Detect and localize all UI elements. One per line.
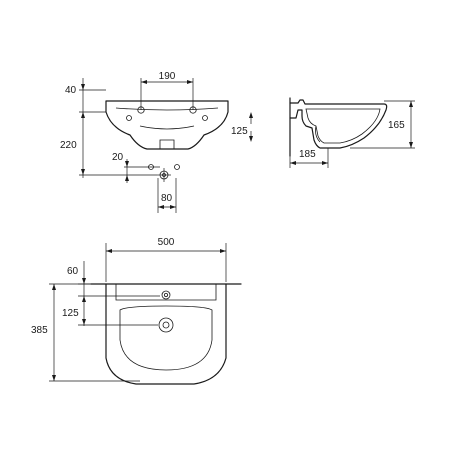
dim-tap-offset-label: 125	[62, 308, 79, 319]
front-basin-rim	[115, 107, 219, 111]
plan-back-rim	[115, 284, 217, 301]
front-basin-bowl	[139, 125, 195, 130]
front-waste-outlet	[159, 139, 175, 149]
dim-projection-label: 185	[299, 149, 316, 160]
dim-depth-label: 385	[31, 325, 48, 336]
plan-basin-bowl	[119, 305, 213, 371]
plan-view: 500 60 125 385	[31, 237, 242, 385]
plan-waste-hole	[158, 317, 174, 333]
front-view: 190 40 220 20 80	[60, 71, 229, 213]
side-waste-pipe	[315, 125, 321, 143]
dim-side-height-label: 125	[231, 126, 248, 137]
dim-waste-spacing-label: 80	[161, 193, 173, 204]
side-basin-inner	[305, 108, 381, 144]
dim-top-offset-label: 40	[65, 85, 77, 96]
plan-tap-hole	[161, 290, 171, 300]
dim-tap-spacing-label: 190	[159, 71, 176, 82]
front-basin-outline	[105, 100, 229, 150]
front-overflow-hole-left	[126, 115, 132, 121]
dim-waste-offset-label: 20	[112, 152, 124, 163]
front-fixing-point-right	[174, 164, 180, 170]
plan-basin-outline	[105, 283, 227, 385]
dim-width-label: 500	[158, 237, 175, 248]
dim-fixing-height-label: 220	[60, 140, 77, 151]
dim-basin-height-label: 165	[388, 120, 405, 131]
side-basin-section	[289, 99, 388, 149]
side-view: 125 165 185	[231, 97, 415, 168]
dim-back-offset-label: 60	[67, 266, 79, 277]
front-overflow-hole-right	[202, 115, 208, 121]
